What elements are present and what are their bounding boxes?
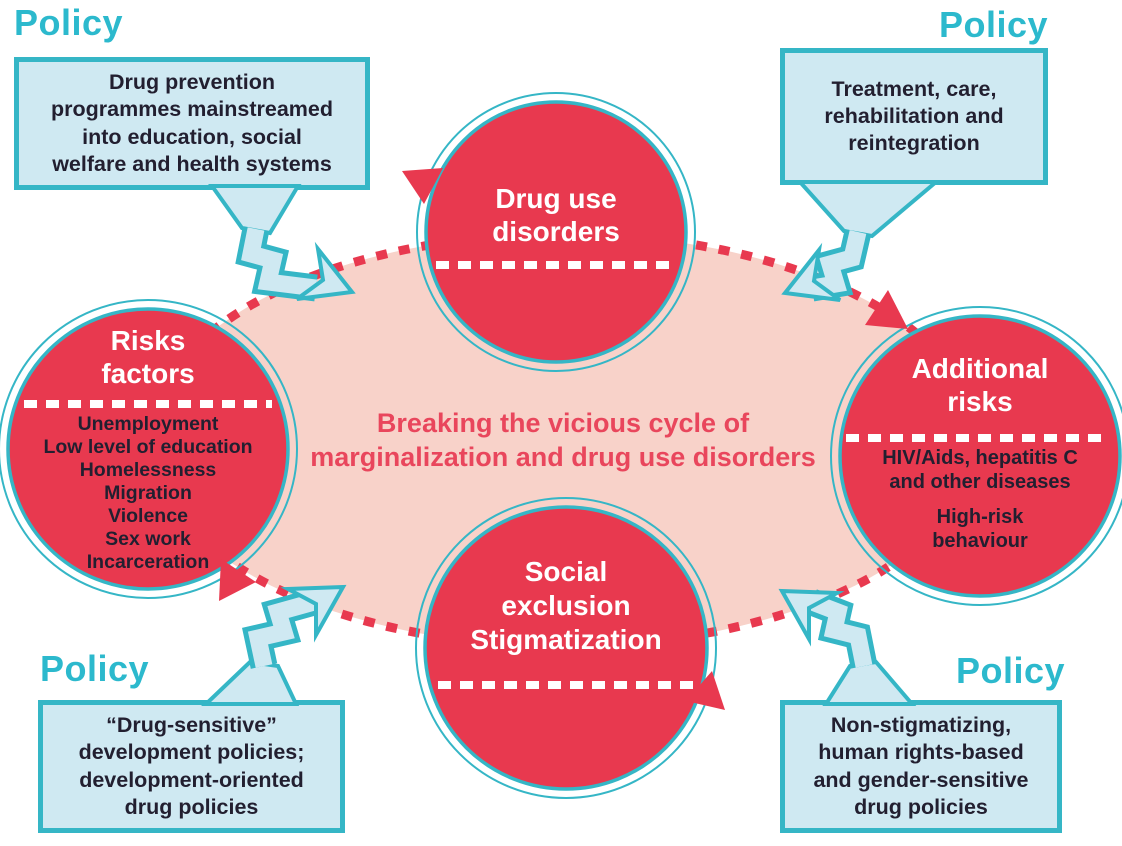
cycle-arrowhead-icon-into-right (865, 290, 908, 329)
node-title-risks-factors: Risks factors (101, 325, 195, 390)
node-circle-social-exclusion (415, 497, 717, 799)
policy-callout-bottom-left: “Drug-sensitive” development policies; d… (38, 700, 345, 833)
additional-risks-item-1: HIV/Aids, hepatitis C and other diseases (882, 447, 1078, 493)
risk-factors-list: Unemployment Low level of education Home… (43, 413, 253, 573)
node-title-additional-risks: Additional risks (911, 353, 1049, 418)
node-title-drug-use-disorders: Drug use disorders (492, 183, 620, 248)
policy-callout-bottom-left-text: “Drug-sensitive” development policies; d… (78, 713, 305, 819)
node-circle-risks-factors (0, 299, 298, 599)
policy-connector-arrow-bottom-right (778, 588, 917, 706)
policy-heading-top-right: Policy (938, 4, 1048, 45)
connector-arrowhead-icon (295, 241, 356, 301)
connector-arrowhead-icon (280, 584, 347, 643)
diagram-title: Breaking the vicious cycle of marginaliz… (310, 408, 816, 473)
policy-connector-arrow-bottom-left (201, 584, 347, 706)
cycle-arrowhead-icon-into-bottom (686, 671, 725, 710)
policy-callout-top-left: Drug prevention programmes mainstreamed … (14, 57, 370, 190)
policy-heading-bottom-right: Policy (955, 650, 1065, 691)
node-circle-drug-use-disorders (416, 92, 696, 372)
policy-callout-bottom-right: Non-stigmatizing, human rights-based and… (780, 700, 1062, 833)
connector-arrowhead-icon (781, 242, 842, 302)
cycle-arrowhead-icon-into-top (402, 168, 443, 204)
connector-arrowhead-icon (778, 588, 845, 647)
policy-heading-bottom-left: Policy (40, 648, 150, 689)
policy-callout-top-right-text: Treatment, care, rehabilitation and rein… (824, 76, 1004, 156)
policy-heading-top-left: Policy (14, 2, 124, 43)
policy-connector-arrow-top-right (781, 180, 942, 302)
node-circle-additional-risks (830, 306, 1122, 606)
policy-callout-bottom-right-text: Non-stigmatizing, human rights-based and… (813, 713, 1029, 819)
node-title-social-exclusion: Social exclusion Stigmatization (470, 556, 662, 656)
cycle-arrowhead-icon-into-left (219, 559, 256, 601)
additional-risks-item-2: High-risk behaviour (932, 506, 1028, 552)
policy-callout-top-left-text: Drug prevention programmes mainstreamed … (51, 70, 333, 176)
policy-connector-arrow-top-left (208, 184, 356, 302)
